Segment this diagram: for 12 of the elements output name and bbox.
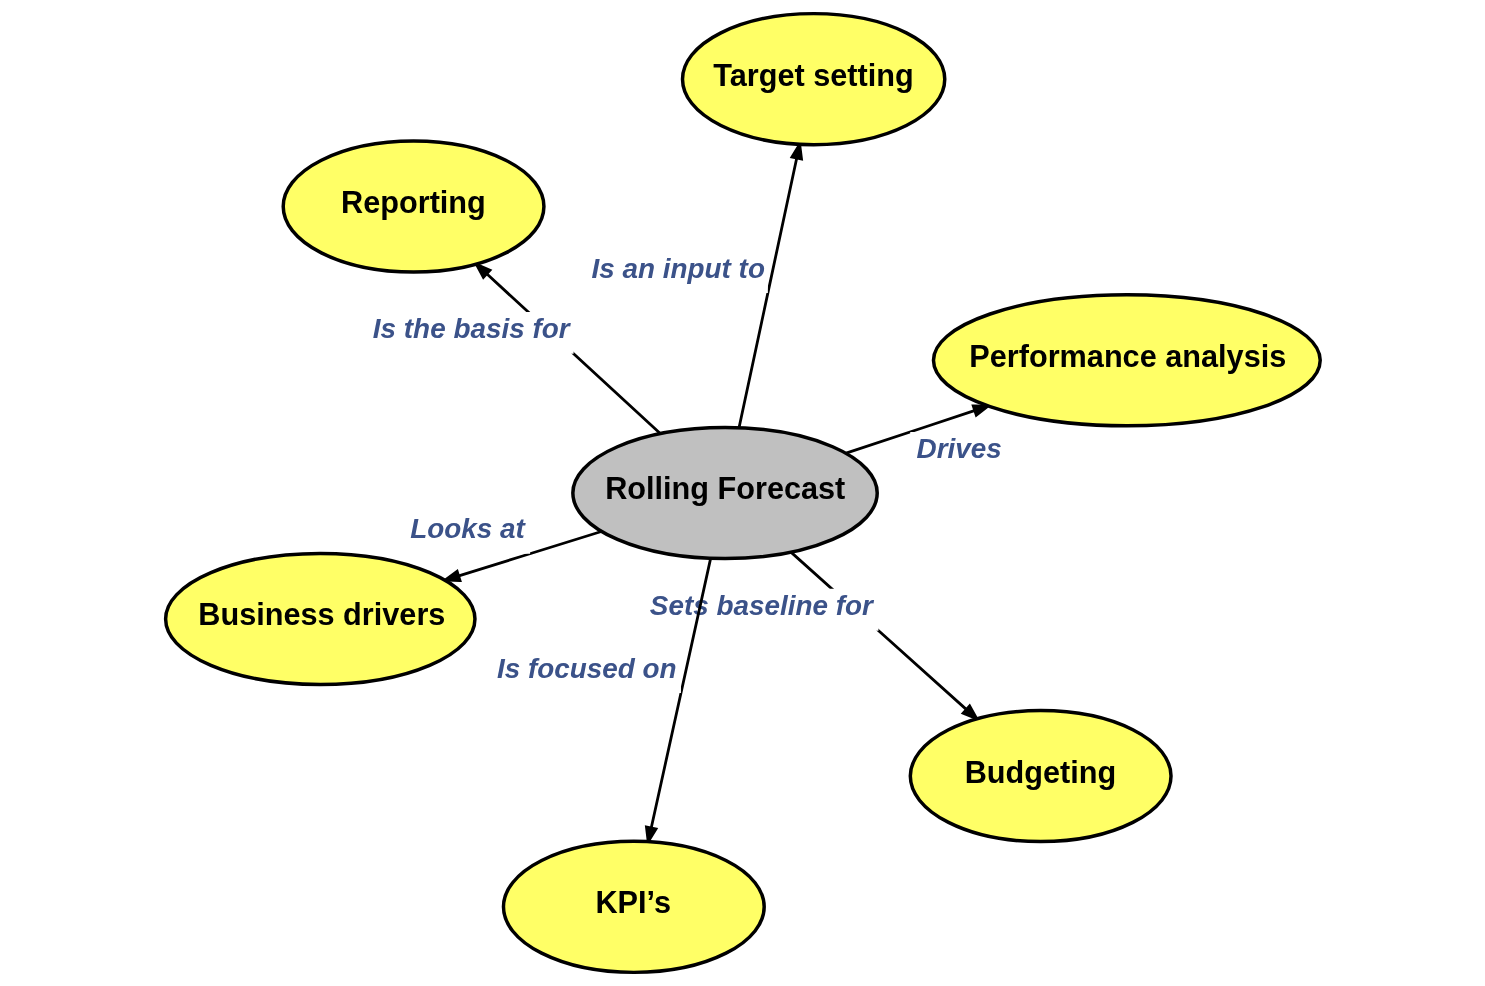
- node-ellipse: Rolling Forecast: [570, 425, 879, 561]
- edge-label: Is an input to: [591, 252, 765, 284]
- edge-label: Looks at: [409, 513, 525, 545]
- node-ellipse: Target setting: [680, 11, 946, 147]
- edge-label: Is the basis for: [372, 313, 570, 345]
- edge-label: Is focused on: [496, 652, 677, 684]
- node-ellipse: Performance analysis: [931, 293, 1322, 428]
- node-ellipse: KPI’s: [501, 839, 766, 975]
- node-ellipse: Budgeting: [908, 708, 1173, 844]
- node-ellipse: Business drivers: [163, 551, 477, 687]
- node-ellipse: Reporting: [280, 139, 546, 274]
- edge-label: Drives: [916, 433, 1002, 465]
